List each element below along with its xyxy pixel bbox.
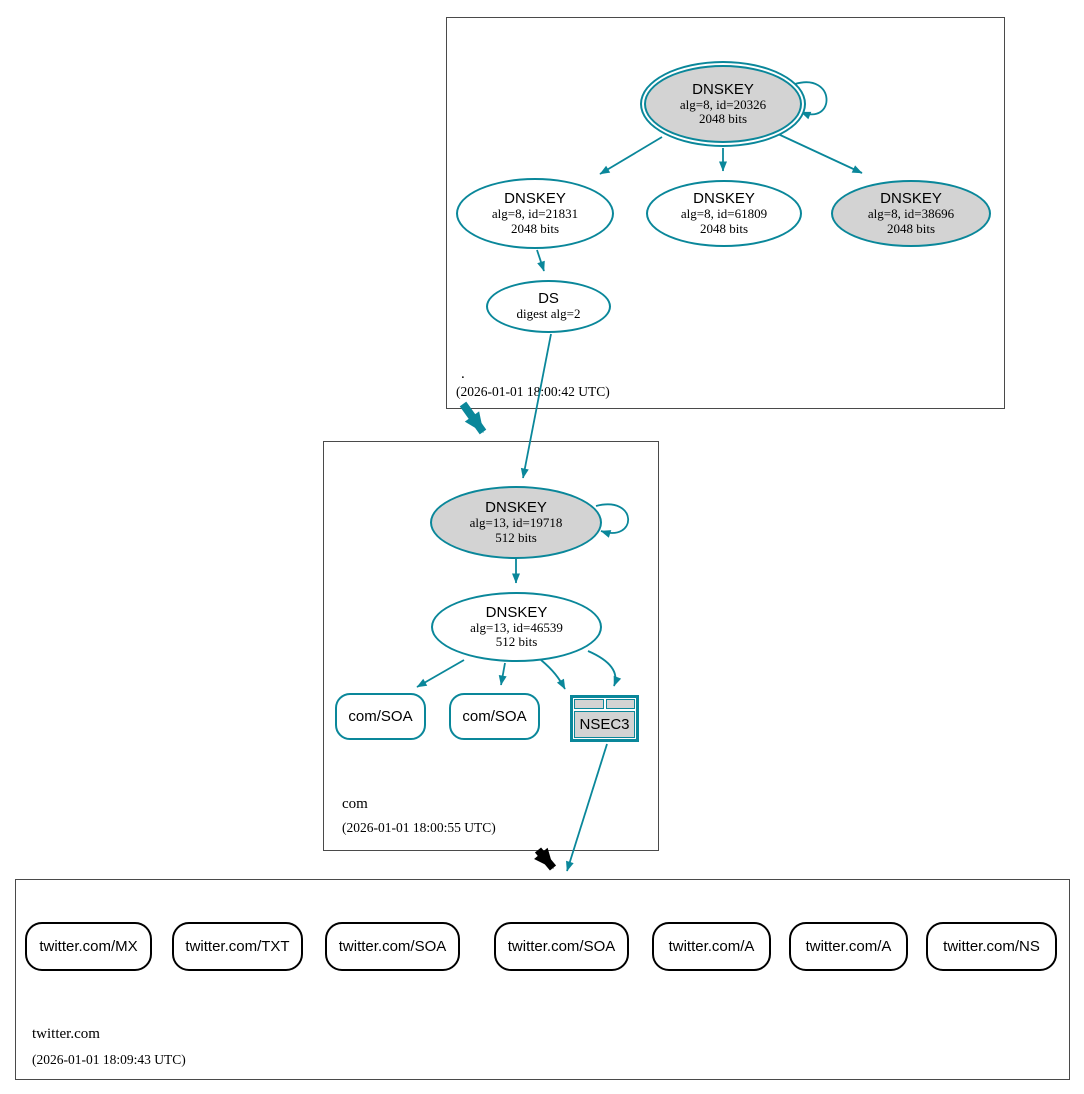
node-title: DNSKEY [692, 80, 754, 98]
node-root-dnskey-61809[interactable]: DNSKEY alg=8, id=61809 2048 bits [646, 180, 802, 247]
node-root-ds[interactable]: DS digest alg=2 [486, 280, 611, 333]
node-detail: 2048 bits [510, 220, 560, 236]
edge-com-to-twitter-insecure-delegation [534, 847, 557, 871]
zone-label-twitter-com: twitter.com [32, 1026, 100, 1042]
node-title: DNSKEY [485, 603, 548, 621]
node-title: DS [538, 290, 559, 308]
node-root-dnskey-20326[interactable]: DNSKEY alg=8, id=20326 2048 bits [640, 61, 806, 147]
node-twitter-com-txt[interactable]: twitter.com/TXT [172, 922, 303, 971]
zone-box-com: com (2026-01-01 18:00:55 UTC) [323, 441, 659, 851]
node-twitter-com-mx[interactable]: twitter.com/MX [25, 922, 152, 971]
nsec3-header-row [574, 699, 635, 709]
node-com-soa-2[interactable]: com/SOA [449, 693, 540, 740]
node-title: DNSKEY [880, 190, 942, 207]
node-title: DNSKEY [504, 190, 566, 207]
node-detail: alg=13, id=46539 [470, 619, 563, 635]
node-detail: alg=8, id=38696 [867, 206, 955, 221]
nsec3-cell [574, 699, 604, 709]
node-root-dnskey-21831[interactable]: DNSKEY alg=8, id=21831 2048 bits [456, 178, 614, 249]
nsec3-cell [605, 699, 635, 709]
zone-label-root: . [461, 366, 465, 382]
node-detail: 2048 bits [698, 111, 748, 126]
node-com-dnskey-46539[interactable]: DNSKEY alg=13, id=46539 512 bits [431, 592, 602, 662]
node-title: DNSKEY [693, 190, 755, 207]
node-title: DNSKEY [485, 499, 547, 516]
node-com-dnskey-19718[interactable]: DNSKEY alg=13, id=19718 512 bits [430, 486, 602, 559]
node-detail: alg=8, id=21831 [491, 206, 579, 221]
node-detail: digest alg=2 [516, 306, 581, 322]
zone-timestamp-twitter-com: (2026-01-01 18:09:43 UTC) [32, 1052, 186, 1067]
node-detail: alg=13, id=19718 [469, 515, 563, 530]
node-root-dnskey-20326-inner: DNSKEY alg=8, id=20326 2048 bits [644, 65, 802, 143]
node-detail: 2048 bits [886, 220, 936, 236]
node-root-dnskey-38696[interactable]: DNSKEY alg=8, id=38696 2048 bits [831, 180, 991, 247]
node-twitter-com-a-2[interactable]: twitter.com/A [789, 922, 908, 971]
node-twitter-com-ns[interactable]: twitter.com/NS [926, 922, 1057, 971]
node-twitter-com-a-1[interactable]: twitter.com/A [652, 922, 771, 971]
nsec3-label: NSEC3 [574, 711, 635, 738]
node-com-nsec3[interactable]: NSEC3 [570, 695, 639, 742]
node-detail: 2048 bits [699, 220, 749, 236]
node-detail: 512 bits [495, 529, 537, 545]
node-twitter-com-soa-2[interactable]: twitter.com/SOA [494, 922, 629, 971]
node-com-soa-1[interactable]: com/SOA [335, 693, 426, 740]
node-detail: 512 bits [495, 634, 538, 649]
node-twitter-com-soa-1[interactable]: twitter.com/SOA [325, 922, 460, 971]
node-detail: alg=8, id=61809 [680, 206, 768, 221]
zone-timestamp-root: (2026-01-01 18:00:42 UTC) [456, 384, 610, 399]
node-detail: alg=8, id=20326 [679, 96, 767, 112]
zone-label-com: com [342, 796, 368, 812]
zone-box-twitter-com: twitter.com (2026-01-01 18:09:43 UTC) [15, 879, 1070, 1080]
zone-timestamp-com: (2026-01-01 18:00:55 UTC) [342, 820, 496, 835]
